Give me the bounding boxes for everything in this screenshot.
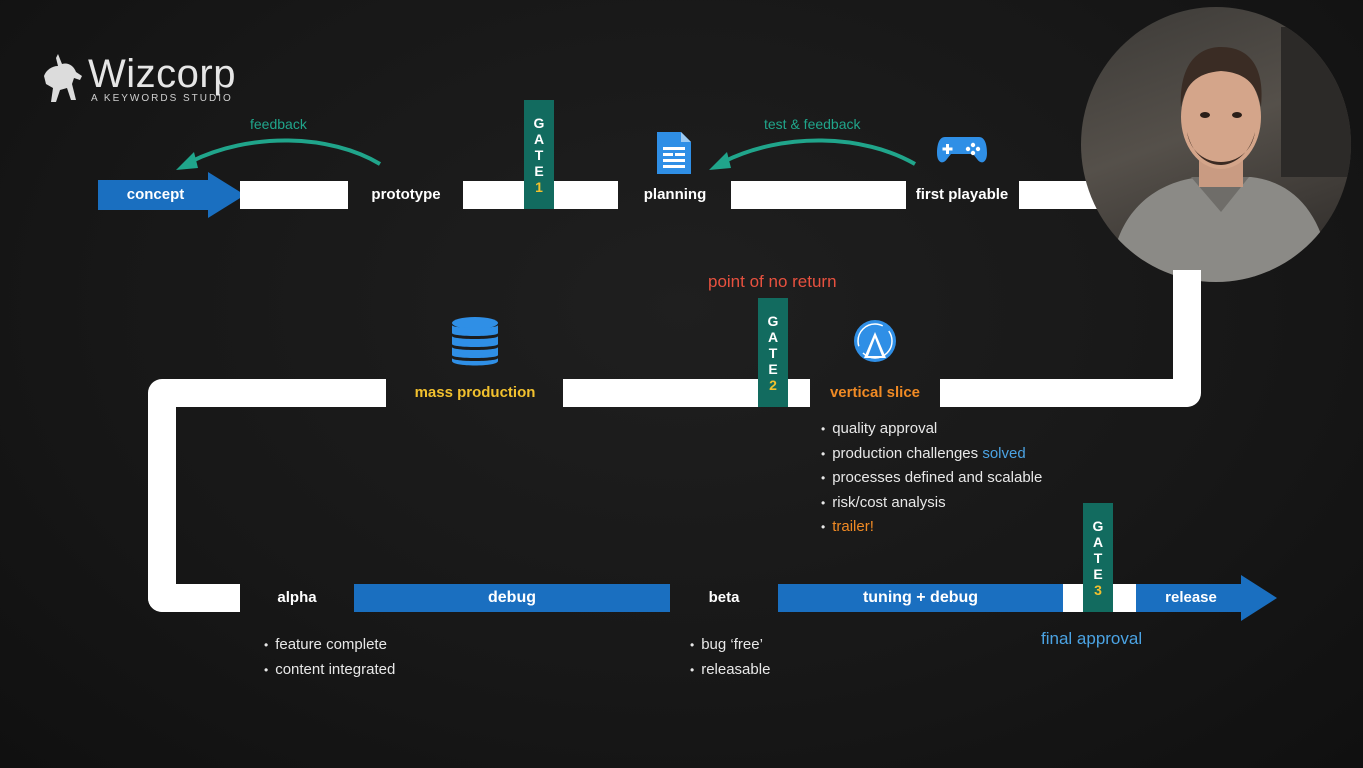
gate-letter: A xyxy=(767,328,779,345)
bullet-item: quality approval xyxy=(821,417,1042,442)
gate-1: G A T E 1 xyxy=(524,100,554,209)
bullet-item: production challenges solved xyxy=(821,442,1042,467)
document-icon xyxy=(657,132,691,174)
gate-letter: A xyxy=(533,130,545,147)
stage-alpha: alpha xyxy=(277,589,317,606)
test-feedback-label: test & feedback xyxy=(764,116,861,132)
vertical-slice-bullets: quality approval production challenges s… xyxy=(821,417,1042,540)
gate-number: 3 xyxy=(1094,581,1102,598)
logo: Wizcorp A KEYWORDS STUDIO xyxy=(38,50,248,110)
track-connector xyxy=(148,400,176,612)
final-approval-label: final approval xyxy=(1041,629,1143,648)
bullet-item: content integrated xyxy=(264,658,395,683)
gate-letter: A xyxy=(1092,533,1104,550)
track-segment xyxy=(148,379,386,407)
stage-prototype: prototype xyxy=(371,186,441,203)
bullet-item: releasable xyxy=(690,658,770,683)
gate-letter: G xyxy=(1092,517,1104,534)
gate-number: 1 xyxy=(535,178,543,195)
bullet-item: processes defined and scalable xyxy=(821,466,1042,491)
database-icon xyxy=(452,317,498,366)
bullet-item: trailer! xyxy=(821,515,1042,540)
gate-letter: T xyxy=(534,146,544,163)
debug-bar: debug xyxy=(354,584,670,612)
vertical-slice-icon xyxy=(854,320,896,362)
logo-subtitle: A KEYWORDS STUDIO xyxy=(91,93,233,104)
stage-beta: beta xyxy=(708,589,740,606)
test-feedback-arrow xyxy=(709,138,916,170)
gate-letter: G xyxy=(533,114,545,131)
presenter-figure xyxy=(1111,27,1351,282)
gate-2: G A T E 2 xyxy=(758,298,788,407)
logo-title: Wizcorp xyxy=(88,52,236,96)
tuning-debug-bar: tuning + debug xyxy=(778,584,1063,612)
concept-arrow: concept xyxy=(98,172,245,218)
track-segment xyxy=(148,584,240,612)
gate-letter: E xyxy=(534,162,544,179)
beta-bullets: bug ‘free’ releasable xyxy=(690,633,770,682)
solved-text: solved xyxy=(982,444,1026,462)
presenter-webcam xyxy=(1081,7,1351,282)
stage-planning: planning xyxy=(643,186,707,203)
track-segment xyxy=(940,379,1200,407)
stage-first-playable: first playable xyxy=(915,186,1009,203)
point-of-no-return-label: point of no return xyxy=(708,272,837,291)
bullet-item: bug ‘free’ xyxy=(690,633,770,658)
trailer-text: trailer! xyxy=(832,518,874,535)
track-segment xyxy=(731,181,906,209)
feedback-label: feedback xyxy=(250,116,307,132)
bullet-item: feature complete xyxy=(264,633,395,658)
gate-letter: E xyxy=(1093,565,1103,582)
feedback-arrow xyxy=(176,138,382,170)
gate-number: 2 xyxy=(769,376,777,393)
gate-letter: G xyxy=(767,312,779,329)
alpha-bullets: feature complete content integrated xyxy=(264,633,395,682)
release-label: release xyxy=(1165,589,1217,606)
gamepad-icon xyxy=(937,137,987,163)
release-arrow: release xyxy=(1136,575,1277,621)
gate-letter: T xyxy=(1093,549,1103,566)
gate-letter: T xyxy=(768,344,778,361)
unicorn-icon xyxy=(44,54,82,102)
stage-vertical-slice: vertical slice xyxy=(829,384,921,401)
gate-letter: E xyxy=(768,360,778,377)
concept-label: concept xyxy=(126,186,185,203)
track-segment xyxy=(240,181,348,209)
bullet-item: risk/cost analysis xyxy=(821,491,1042,516)
stage-mass-production: mass production xyxy=(414,384,536,401)
gate-3: G A T E 3 xyxy=(1083,503,1113,612)
